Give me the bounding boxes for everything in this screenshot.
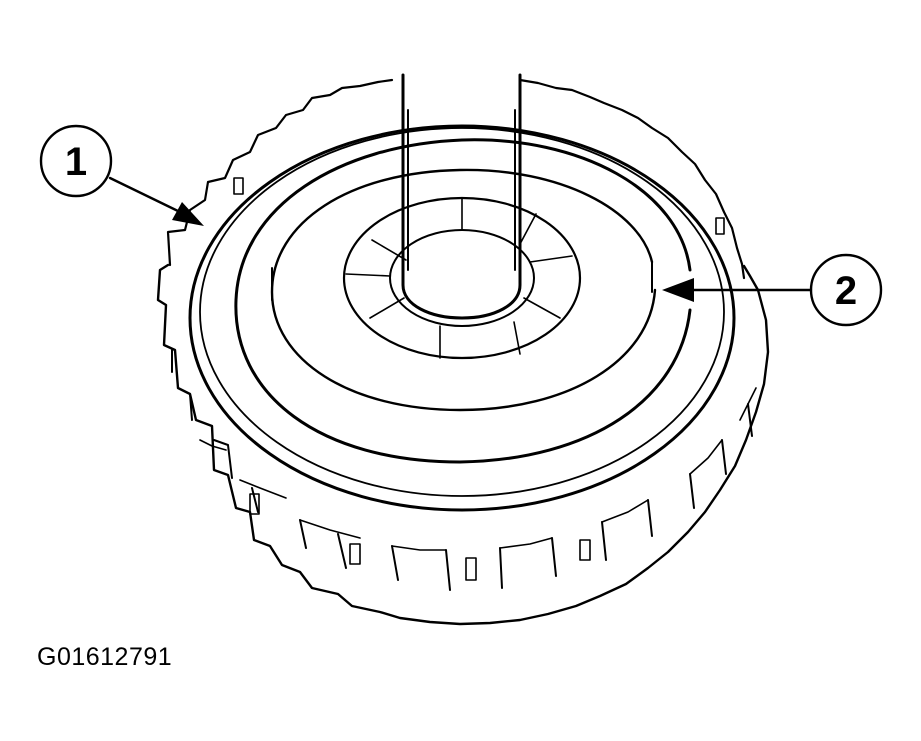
callout-2: 2 bbox=[662, 253, 883, 327]
piston-ring bbox=[234, 138, 692, 464]
callout-1: 1 bbox=[39, 124, 204, 226]
callout-2-arrowhead bbox=[662, 278, 694, 302]
callout-1-arrowhead bbox=[172, 202, 204, 226]
center-hub bbox=[342, 196, 582, 360]
callout-2-label: 2 bbox=[835, 269, 857, 313]
callout-1-label: 1 bbox=[65, 140, 87, 184]
clutch-drum bbox=[156, 78, 770, 626]
snap-ring bbox=[188, 124, 736, 512]
shaft bbox=[401, 73, 522, 320]
figure-code: G01612791 bbox=[37, 643, 173, 671]
